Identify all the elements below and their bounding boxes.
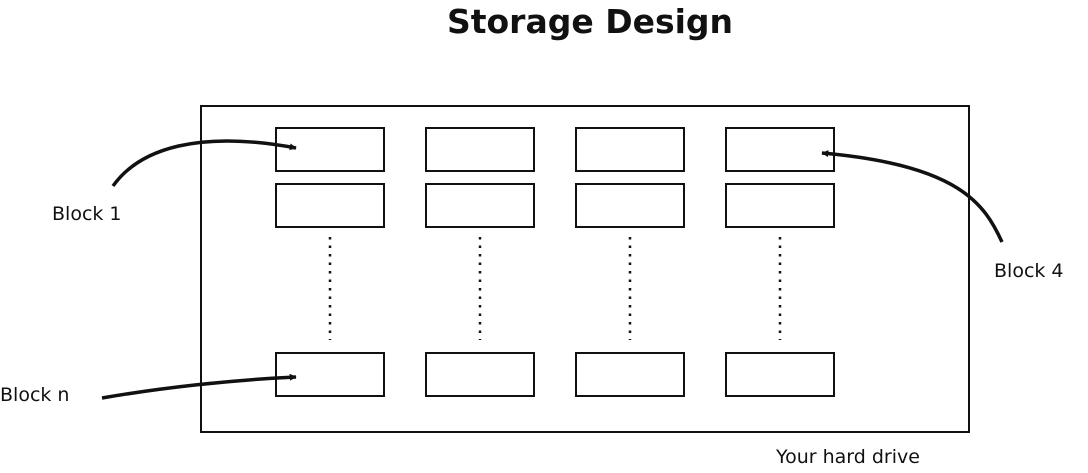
block-n-arrow: [101, 373, 297, 400]
block-cell: [725, 352, 835, 397]
block-cell: [575, 352, 685, 397]
block-cell: [275, 127, 385, 172]
hard-drive-label: Your hard drive: [776, 446, 920, 468]
block-cell: [725, 127, 835, 172]
block-cell: [425, 183, 535, 228]
block-cell: [275, 183, 385, 228]
block-n-label: Block n: [0, 384, 70, 406]
block-cell: [425, 127, 535, 172]
block-cell: [725, 183, 835, 228]
block-cell: [275, 352, 385, 397]
block-cell: [575, 183, 685, 228]
hard-drive-frame: [200, 105, 970, 433]
block-cell: [425, 352, 535, 397]
block-4-label: Block 4: [994, 260, 1064, 282]
block-1-label: Block 1: [52, 203, 122, 225]
block-1-arrow: [111, 139, 297, 188]
diagram-title: Storage Design: [446, 2, 734, 41]
block-cell: [575, 127, 685, 172]
block-4-arrow: [821, 150, 1004, 243]
